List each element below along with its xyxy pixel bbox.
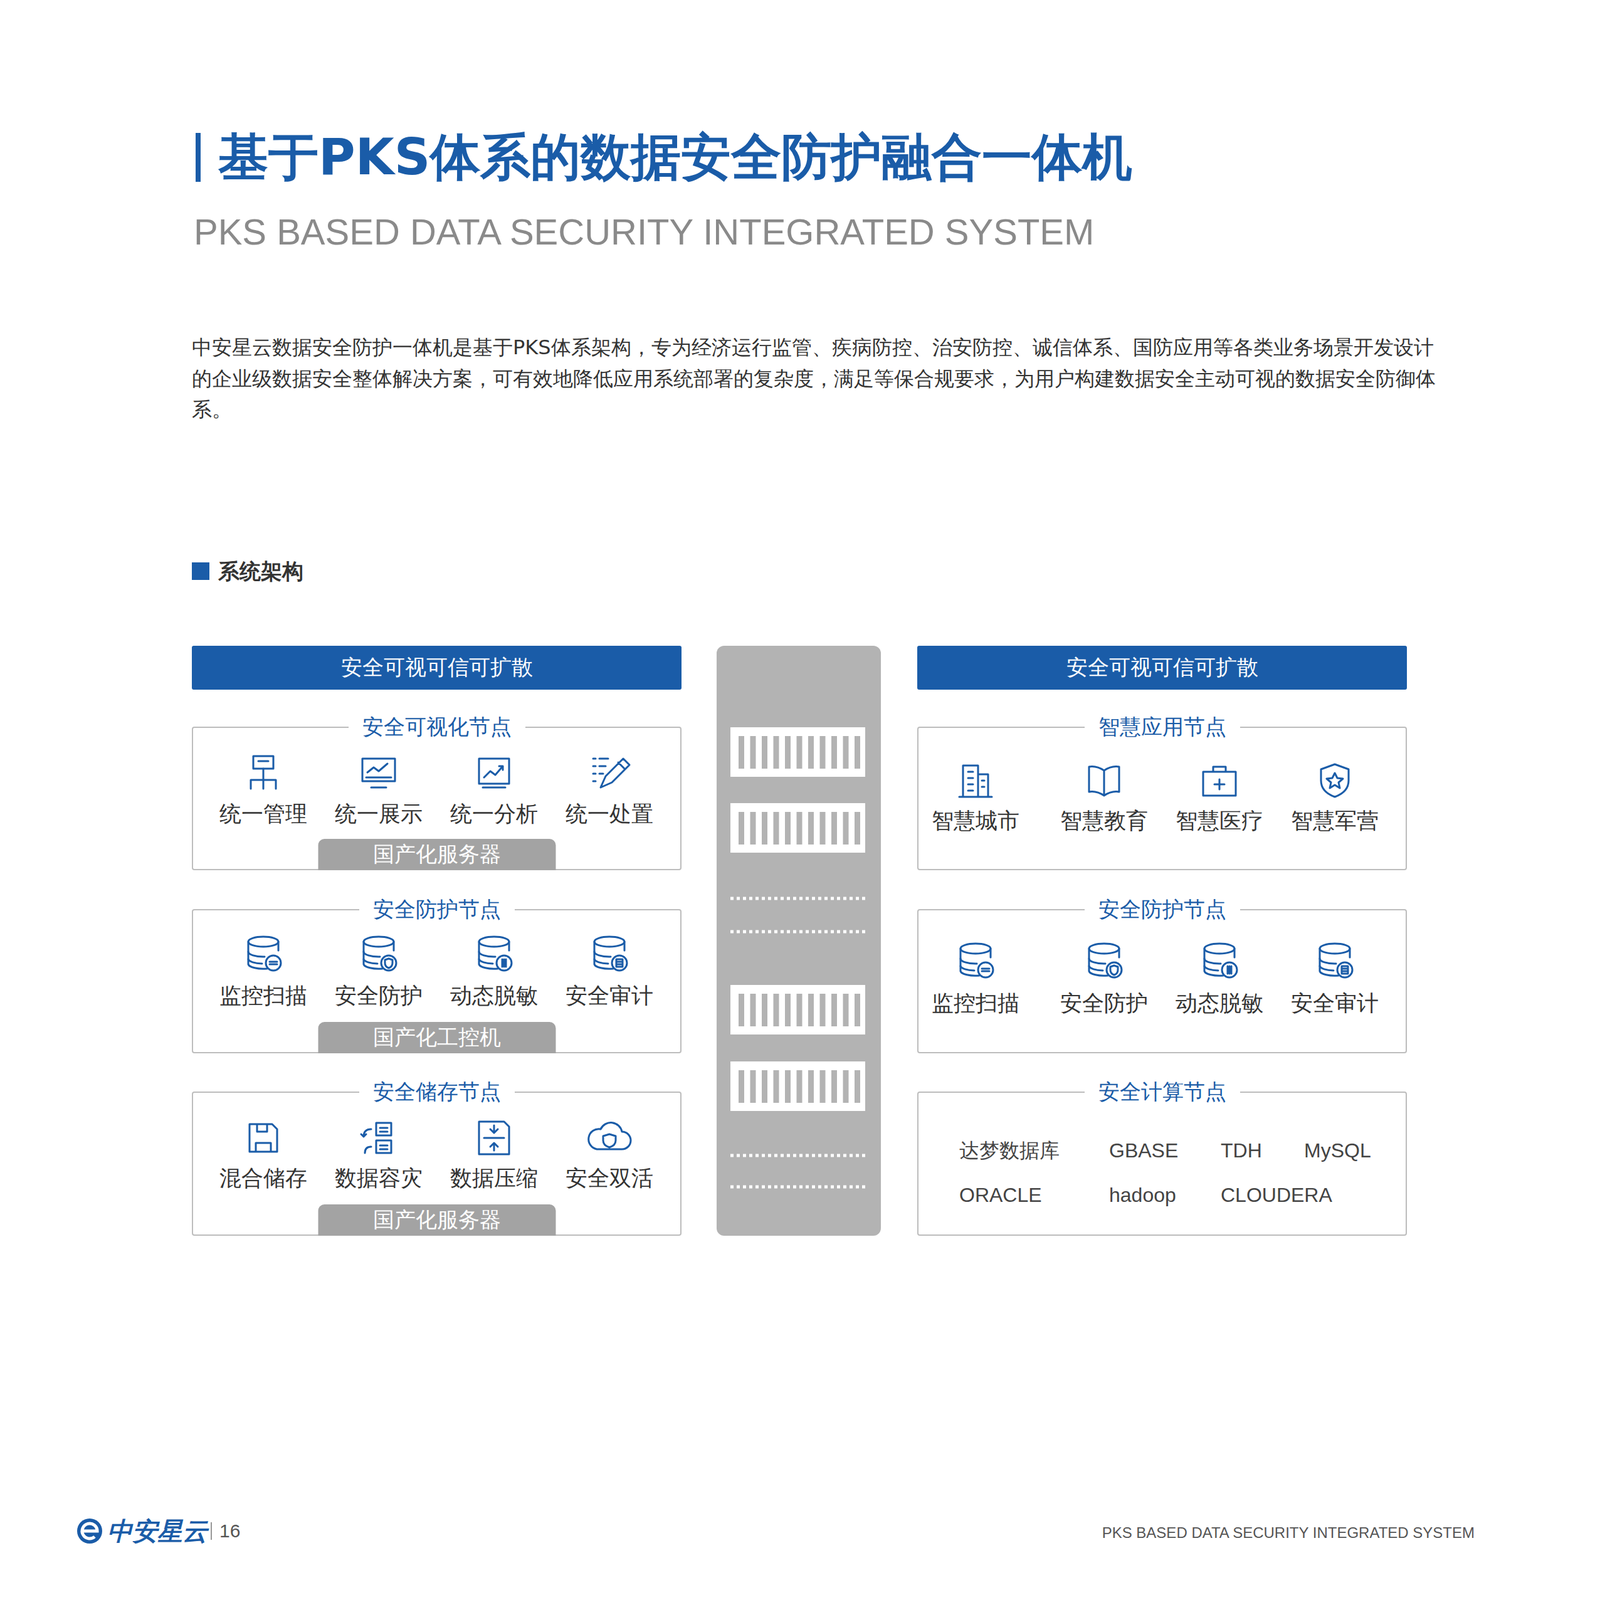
item-label: 监控扫描 xyxy=(219,982,308,1009)
item-label: 统一分析 xyxy=(450,800,538,827)
footer-text: PKS BASED DATA SECURITY INTEGRATED SYSTE… xyxy=(1102,1524,1475,1543)
intro-paragraph: 中安星云数据安全防护一体机是基于PKS体系架构，专为经济运行监管、疾病防控、治安… xyxy=(191,332,1440,426)
item-label: 监控扫描 xyxy=(931,989,1020,1017)
item-label: 安全防护 xyxy=(1060,989,1148,1017)
item-label: 安全双活 xyxy=(565,1164,654,1192)
item-icon xyxy=(361,1122,392,1153)
item-icon xyxy=(478,936,512,971)
item-icon xyxy=(959,765,992,797)
item-icon xyxy=(363,936,397,971)
bar-label: 安全可视可信可扩散 xyxy=(341,653,533,683)
database-name: TDH xyxy=(1220,1138,1263,1163)
header-bar: 安全可视可信可扩散 xyxy=(191,645,682,690)
database-name: 达梦数据库 xyxy=(959,1138,1060,1163)
item-label: 智慧城市 xyxy=(931,807,1020,834)
tab-label: 国产化服务器 xyxy=(373,1205,501,1235)
header-bar: 安全可视可信可扩散 xyxy=(917,645,1407,690)
database-name: GBASE xyxy=(1109,1138,1179,1163)
database-name: MySQL xyxy=(1304,1138,1372,1163)
item-icon xyxy=(1089,943,1122,978)
node-heading: 安全可视化节点 xyxy=(348,714,526,740)
item-icon xyxy=(960,943,994,978)
item-label: 安全防护 xyxy=(334,982,423,1009)
item-label: 动态脱敏 xyxy=(1175,989,1264,1017)
page-title: 基于PKS体系的数据安全防护融合一体机 xyxy=(218,124,1133,192)
item-label: 数据压缩 xyxy=(450,1164,538,1192)
database-name: ORACLE xyxy=(959,1183,1043,1207)
item-icon xyxy=(593,758,630,788)
node-panel: 安全防护节点国产化工控机 xyxy=(191,909,682,1054)
item-label: 智慧军营 xyxy=(1290,807,1379,834)
database-name: hadoop xyxy=(1109,1183,1177,1207)
item-icon xyxy=(362,758,395,788)
title-bar xyxy=(195,132,201,182)
item-icon xyxy=(1089,766,1120,796)
platform-tab: 国产化服务器 xyxy=(317,1204,556,1236)
page-number: 16 xyxy=(219,1519,241,1543)
item-icon xyxy=(250,756,276,789)
item-icon xyxy=(594,936,627,971)
item-icon xyxy=(478,758,510,788)
item-icon xyxy=(249,1124,278,1152)
item-label: 智慧医疗 xyxy=(1175,807,1264,834)
item-label: 智慧教育 xyxy=(1060,807,1148,834)
node-heading: 安全防护节点 xyxy=(1084,896,1241,923)
item-label: 混合储存 xyxy=(219,1164,308,1192)
item-icon xyxy=(248,936,281,971)
item-icon xyxy=(478,1121,510,1155)
node-panel: 智慧应用节点 xyxy=(917,726,1407,871)
tab-label: 国产化工控机 xyxy=(373,1023,501,1053)
node-panel: 安全可视化节点国产化服务器 xyxy=(191,726,682,871)
icons xyxy=(248,756,1353,1155)
item-label: 动态脱敏 xyxy=(450,982,538,1009)
node-panel: 安全防护节点 xyxy=(917,909,1407,1054)
item-icon xyxy=(1204,943,1237,978)
section-square xyxy=(191,562,210,580)
platform-tab: 国产化工控机 xyxy=(317,1021,556,1054)
node-heading: 智慧应用节点 xyxy=(1084,714,1241,740)
node-heading: 安全防护节点 xyxy=(359,896,515,923)
rack-detail xyxy=(730,727,866,1187)
section-heading: 系统架构 xyxy=(218,558,304,585)
item-icon xyxy=(1321,764,1349,797)
subtitle: PKS BASED DATA SECURITY INTEGRATED SYSTE… xyxy=(193,210,1095,254)
item-label: 安全审计 xyxy=(565,982,654,1009)
node-panel: 安全计算节点 xyxy=(917,1091,1407,1236)
item-icon xyxy=(588,1122,631,1150)
item-label: 统一处置 xyxy=(565,800,654,827)
bar-label: 安全可视可信可扩散 xyxy=(1066,653,1259,683)
item-icon xyxy=(1319,943,1353,978)
item-label: 安全审计 xyxy=(1290,989,1379,1017)
database-name: CLOUDERA xyxy=(1220,1183,1333,1207)
node-heading: 安全计算节点 xyxy=(1084,1078,1241,1105)
item-label: 统一管理 xyxy=(219,800,308,827)
tab-label: 国产化服务器 xyxy=(373,840,501,869)
item-label: 数据容灾 xyxy=(334,1164,423,1192)
item-icon xyxy=(1203,766,1236,796)
platform-tab: 国产化服务器 xyxy=(317,838,556,871)
node-heading: 安全储存节点 xyxy=(359,1078,515,1105)
node-panel: 安全储存节点国产化服务器 xyxy=(191,1091,682,1236)
brand-name: 中安星云 xyxy=(107,1515,208,1547)
item-label: 统一展示 xyxy=(334,800,423,827)
server-rack xyxy=(716,645,881,1236)
